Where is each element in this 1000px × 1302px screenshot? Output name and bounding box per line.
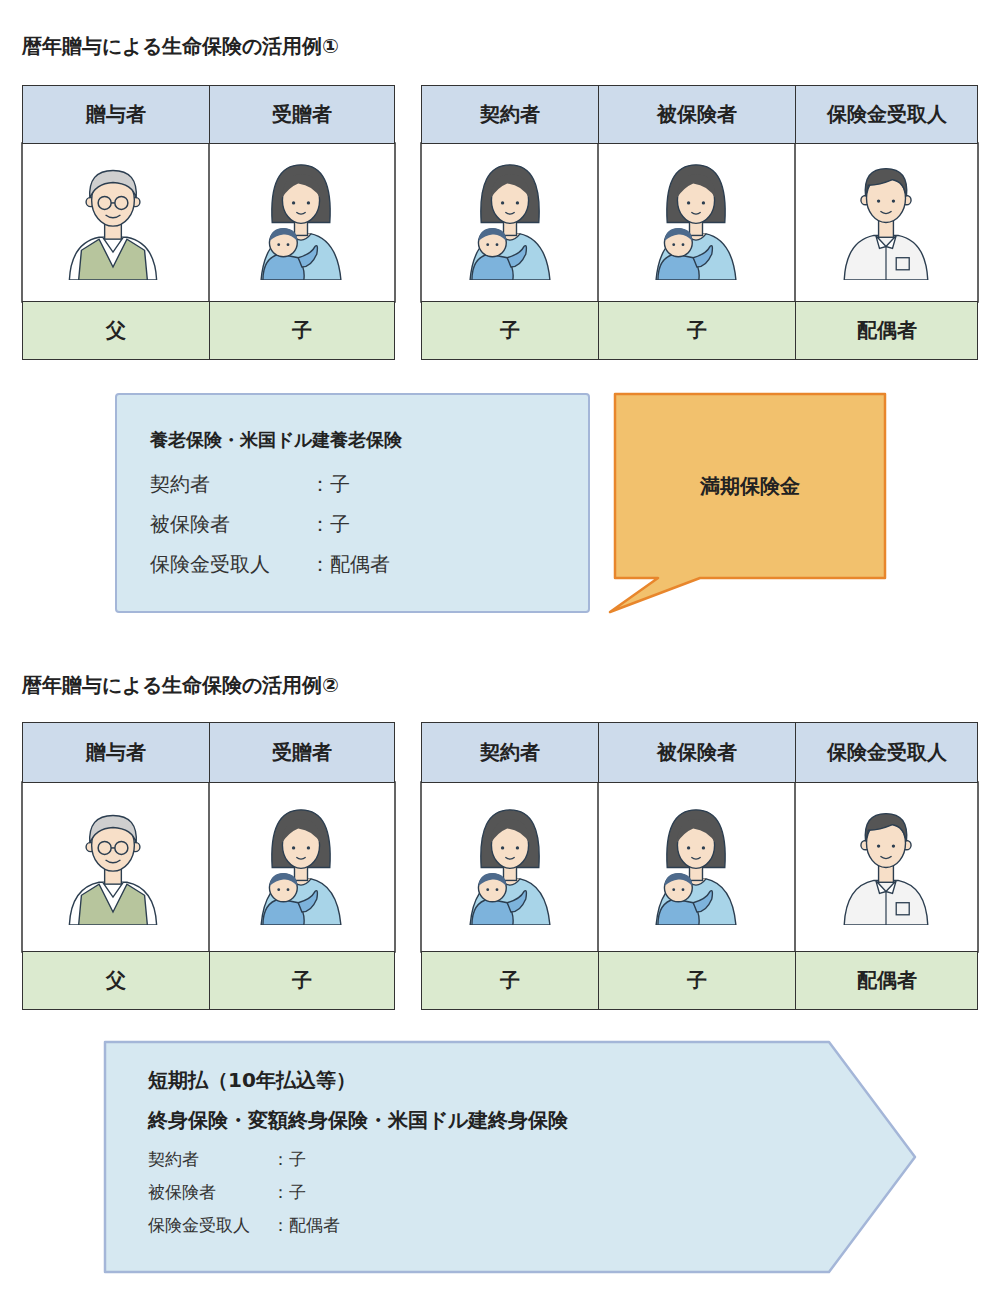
role-heading: 契約者 bbox=[480, 101, 540, 128]
role-value: ：子 bbox=[272, 1143, 340, 1176]
picture-row-2 bbox=[22, 782, 978, 952]
person-name: 子 bbox=[687, 317, 707, 344]
person-name: 子 bbox=[500, 317, 520, 344]
arrow-content: 短期払（10年払込等）終身保険・変額終身保険・米国ドル建終身保険契約者：子被保険… bbox=[148, 1060, 568, 1242]
person-name: 子 bbox=[687, 967, 707, 994]
bubble-body: 満期保険金 bbox=[615, 394, 885, 578]
header-cell: 保険金受取人 bbox=[795, 722, 978, 783]
role-term: 保険金受取人 bbox=[150, 544, 310, 584]
role-heading: 贈与者 bbox=[86, 739, 146, 766]
value-cell: 配偶者 bbox=[795, 951, 978, 1010]
policy-box: 養老保険・米国ドル建養老保険契約者：子被保険者：子保険金受取人：配偶者 bbox=[115, 393, 590, 613]
header-cell: 保険金受取人 bbox=[795, 85, 978, 144]
value-cell: 子 bbox=[209, 301, 395, 360]
bubble-shape bbox=[610, 394, 885, 612]
picture-cell bbox=[22, 143, 395, 302]
cell-divider bbox=[794, 143, 796, 302]
header-cell: 贈与者 bbox=[22, 85, 210, 144]
header-cell: 契約者 bbox=[421, 722, 599, 783]
role-term: 被保険者 bbox=[148, 1176, 272, 1209]
person-name: 配偶者 bbox=[857, 317, 917, 344]
child-figure bbox=[261, 165, 341, 280]
header-cell: 被保険者 bbox=[598, 85, 796, 144]
section-heading: 暦年贈与による生命保険の活用例① bbox=[22, 33, 339, 60]
child-figure bbox=[470, 165, 550, 280]
role-value: ：子 bbox=[310, 464, 390, 504]
value-cell: 子 bbox=[209, 951, 395, 1010]
child-figure bbox=[470, 810, 550, 925]
person-name: 子 bbox=[292, 317, 312, 344]
role-term: 被保険者 bbox=[150, 504, 310, 544]
value-cell: 父 bbox=[22, 301, 210, 360]
header-cell: 贈与者 bbox=[22, 722, 210, 783]
arrow-panel: 短期払（10年払込等）終身保険・変額終身保険・米国ドル建終身保険契約者：子被保険… bbox=[103, 1040, 917, 1274]
plan-heading: 養老保険・米国ドル建養老保険 bbox=[150, 425, 588, 455]
header-cell: 契約者 bbox=[421, 85, 599, 144]
section-heading: 暦年贈与による生命保険の活用例② bbox=[22, 672, 339, 699]
person-name: 父 bbox=[106, 317, 126, 344]
role-heading: 契約者 bbox=[480, 739, 540, 766]
child-figure bbox=[656, 810, 736, 925]
arrow-shape bbox=[105, 1042, 915, 1272]
speech-bubble: 満期保険金 bbox=[608, 392, 887, 614]
payout-label: 満期保険金 bbox=[700, 473, 800, 500]
person-name: 子 bbox=[292, 967, 312, 994]
value-cell: 子 bbox=[421, 301, 599, 360]
role-heading: 被保険者 bbox=[657, 101, 737, 128]
role-heading: 受贈者 bbox=[272, 101, 332, 128]
role-term: 契約者 bbox=[150, 464, 310, 504]
role-heading: 贈与者 bbox=[86, 101, 146, 128]
cell-divider bbox=[597, 143, 599, 302]
value-cell: 配偶者 bbox=[795, 301, 978, 360]
cell-divider bbox=[208, 143, 210, 302]
value-cell: 父 bbox=[22, 951, 210, 1010]
cell-divider bbox=[208, 782, 210, 952]
role-term: 契約者 bbox=[148, 1143, 272, 1176]
picture-cell bbox=[22, 782, 395, 952]
cell-divider bbox=[794, 782, 796, 952]
spouse-figure bbox=[844, 169, 928, 280]
child-figure bbox=[261, 810, 341, 925]
header-cell: 被保険者 bbox=[598, 722, 796, 783]
value-cell: 子 bbox=[598, 951, 796, 1010]
bubble-outline bbox=[608, 392, 887, 614]
spouse-figure bbox=[844, 814, 928, 925]
plan-heading: 短期払（10年払込等） bbox=[148, 1060, 568, 1100]
role-list: 契約者：子被保険者：子保険金受取人：配偶者 bbox=[150, 464, 588, 584]
picture-cell bbox=[421, 782, 978, 952]
cell-divider bbox=[597, 782, 599, 952]
role-value: ：配偶者 bbox=[272, 1209, 340, 1242]
value-cell: 子 bbox=[598, 301, 796, 360]
role-heading: 受贈者 bbox=[272, 739, 332, 766]
header-cell: 受贈者 bbox=[209, 722, 395, 783]
child-figure bbox=[656, 165, 736, 280]
father-figure bbox=[69, 815, 156, 925]
role-value: ：子 bbox=[310, 504, 390, 544]
plan-heading: 終身保険・変額終身保険・米国ドル建終身保険 bbox=[148, 1100, 568, 1140]
person-name: 子 bbox=[500, 967, 520, 994]
role-term: 保険金受取人 bbox=[148, 1209, 272, 1242]
picture-cell bbox=[421, 143, 978, 302]
role-heading: 保険金受取人 bbox=[827, 101, 947, 128]
role-heading: 保険金受取人 bbox=[827, 739, 947, 766]
father-figure bbox=[69, 170, 156, 280]
role-value: ：子 bbox=[272, 1176, 340, 1209]
value-cell: 子 bbox=[421, 951, 599, 1010]
person-name: 父 bbox=[106, 967, 126, 994]
role-heading: 被保険者 bbox=[657, 739, 737, 766]
header-cell: 受贈者 bbox=[209, 85, 395, 144]
person-name: 配偶者 bbox=[857, 967, 917, 994]
role-value: ：配偶者 bbox=[310, 544, 390, 584]
picture-row-1 bbox=[22, 143, 978, 302]
role-list: 契約者：子被保険者：子保険金受取人：配偶者 bbox=[148, 1143, 568, 1242]
